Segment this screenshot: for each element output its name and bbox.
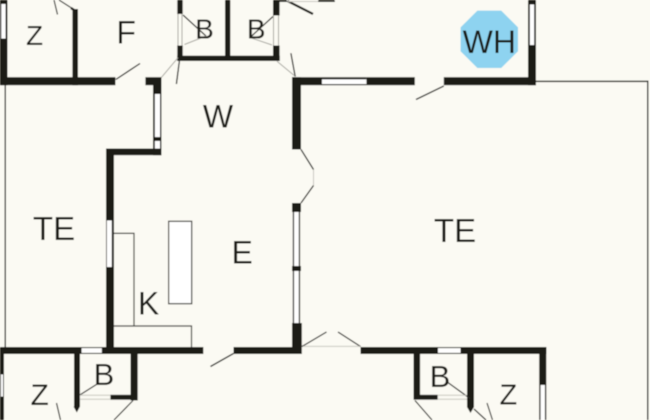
svg-text:K: K: [138, 286, 159, 322]
svg-text:Z: Z: [26, 20, 43, 51]
svg-text:F: F: [116, 15, 136, 51]
svg-text:Z: Z: [31, 379, 49, 412]
svg-text:B: B: [247, 14, 266, 45]
svg-text:W: W: [203, 99, 234, 135]
svg-text:Z: Z: [500, 379, 518, 411]
svg-text:B: B: [430, 359, 451, 394]
svg-text:E: E: [232, 235, 253, 271]
svg-text:B: B: [195, 14, 214, 45]
svg-text:WH: WH: [463, 24, 516, 60]
svg-text:B: B: [94, 357, 115, 392]
svg-text:TE: TE: [33, 210, 75, 247]
svg-text:TE: TE: [434, 212, 476, 249]
